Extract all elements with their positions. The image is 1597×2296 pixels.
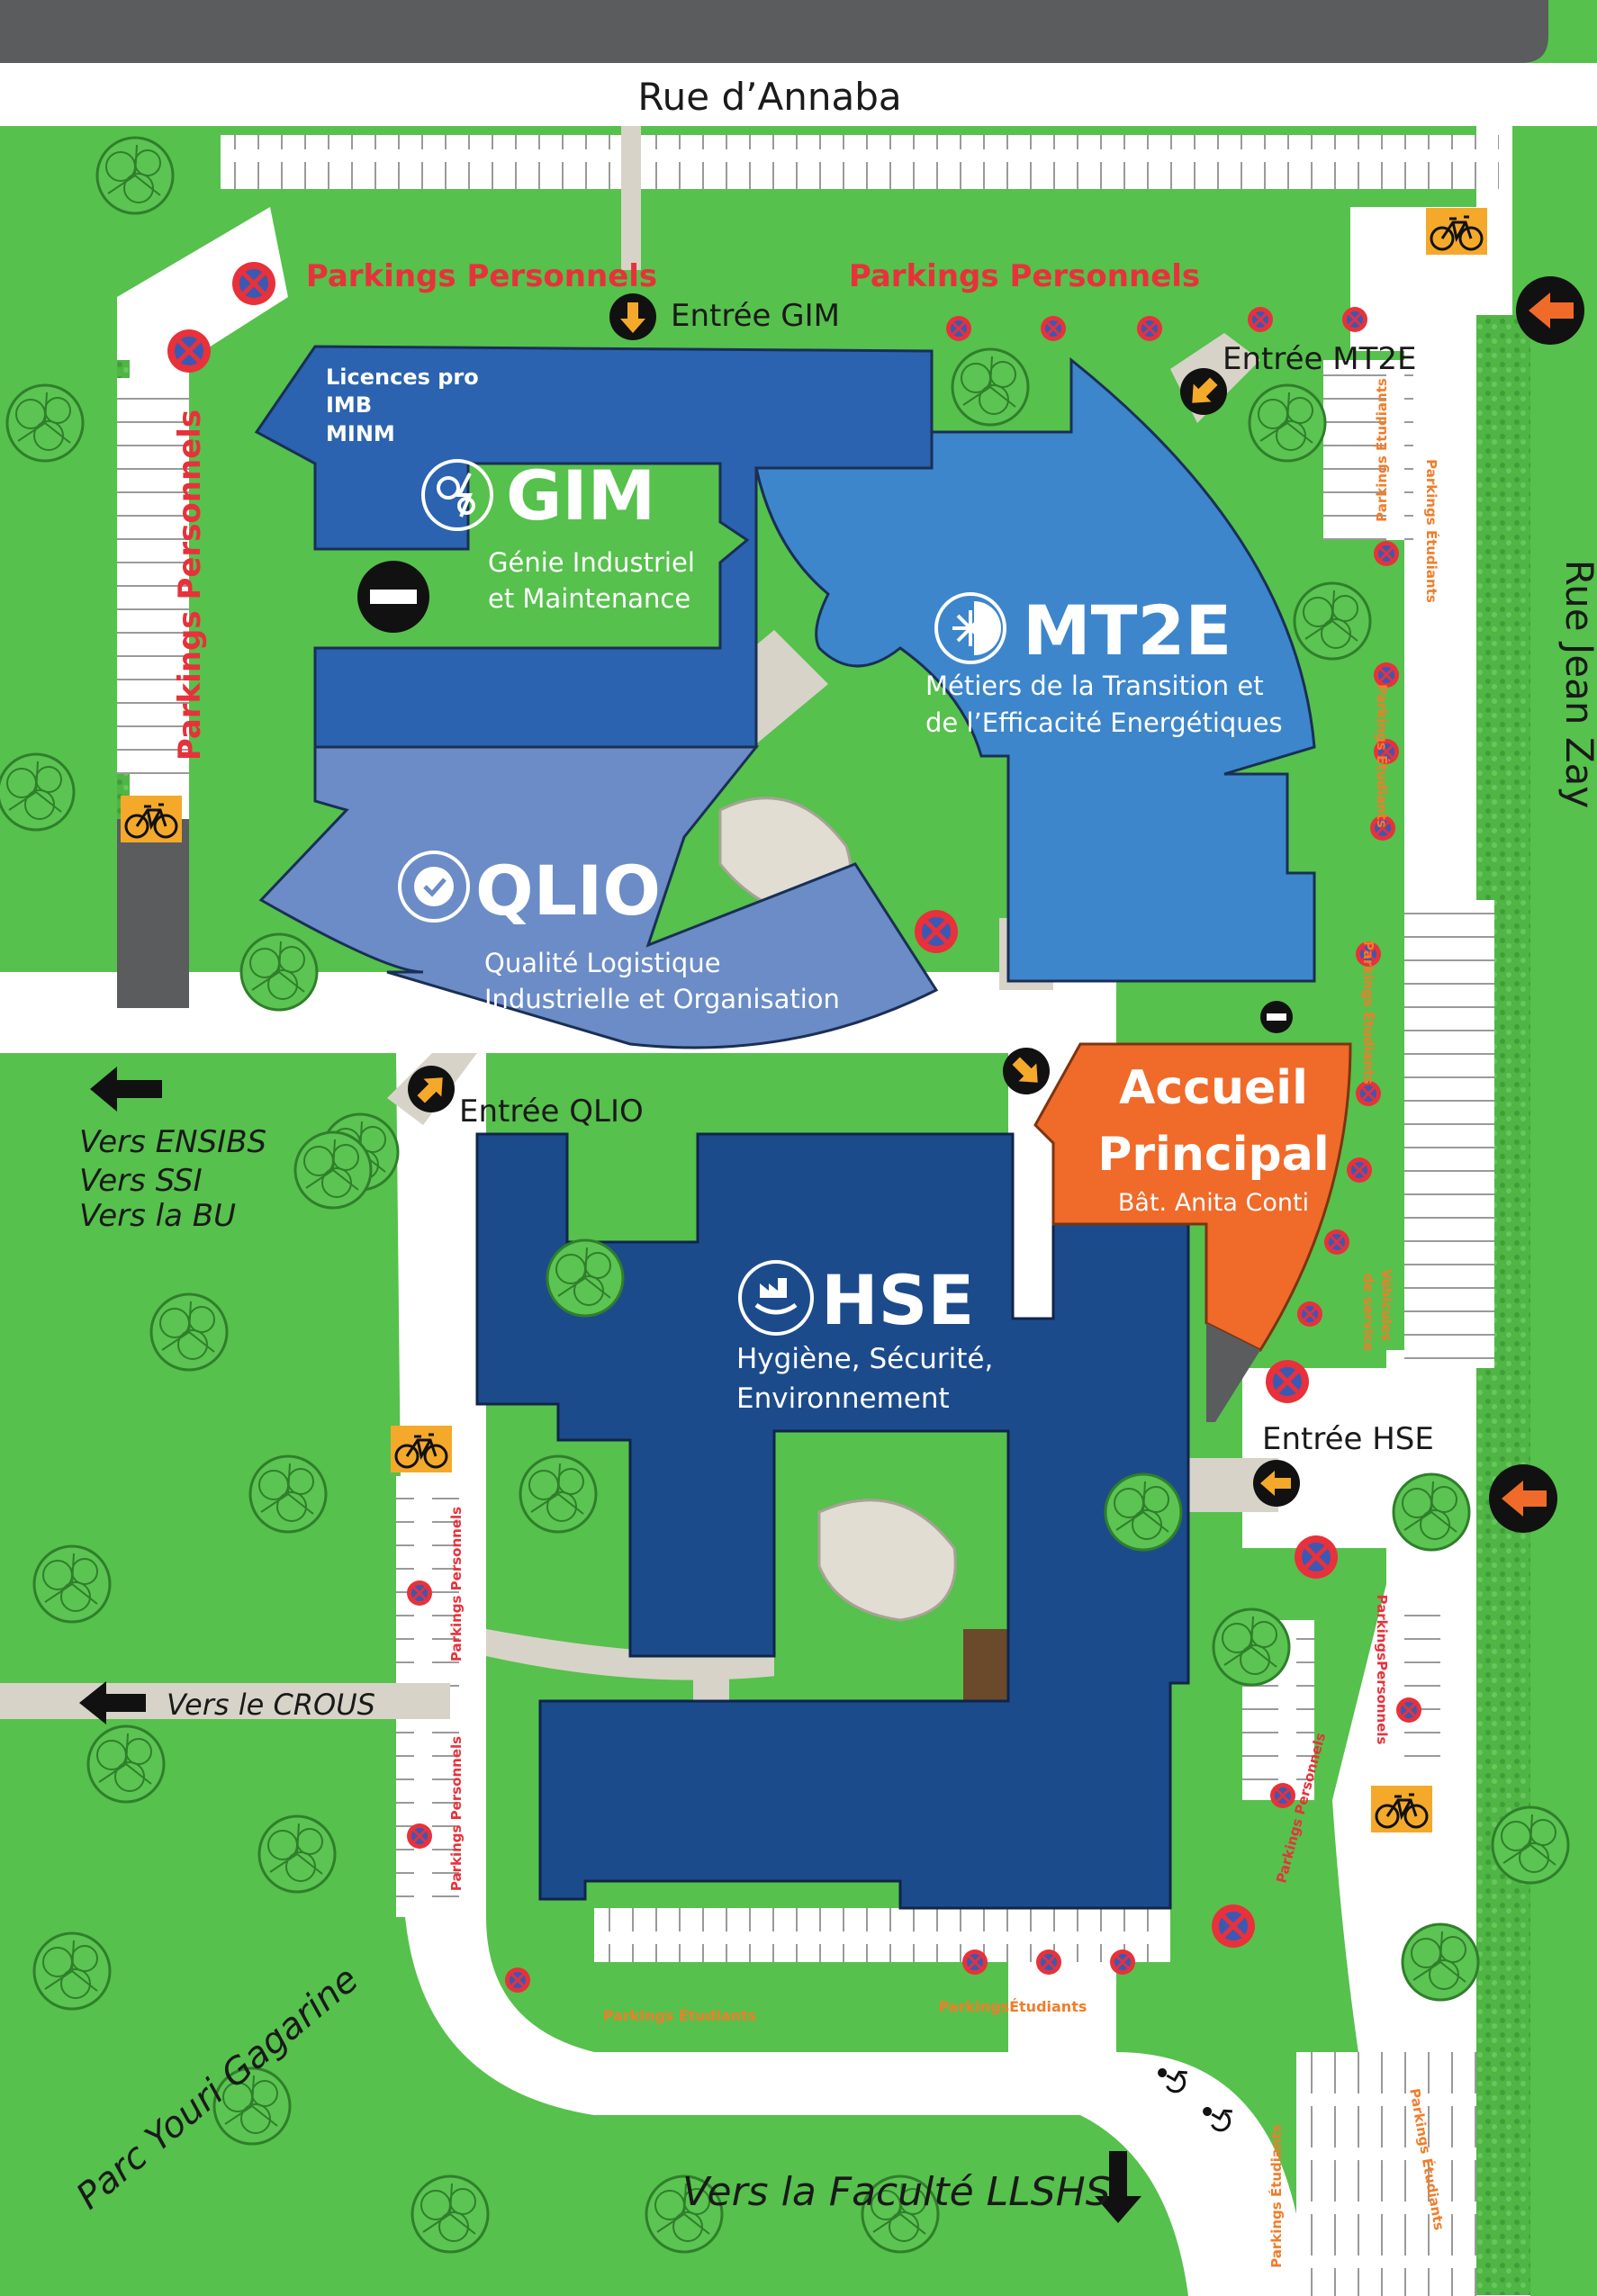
accueil-gray-corner <box>1206 1323 1260 1422</box>
direction-ssi: Vers SSI <box>79 1163 203 1199</box>
building-accueil <box>1033 1042 1352 1352</box>
parking-label-north-2: Parkings Personnels <box>849 258 1200 294</box>
direction-crous: Vers le CROUS <box>167 1688 375 1722</box>
parking-label-east-2: Parkings Étudiants <box>1423 459 1440 603</box>
mt2e-title: MT2E <box>1023 590 1232 671</box>
gim-subtitle-1: Génie Industriel <box>488 547 695 578</box>
parking-label-north-1: Parkings Personnels <box>306 258 657 294</box>
gim-extra-1: Licences pro <box>326 365 479 390</box>
parking-west-lower-2 <box>396 1719 459 1917</box>
building-hse <box>475 1132 1190 1910</box>
building-qlio <box>258 745 939 1049</box>
parking-west <box>117 378 189 774</box>
qlio-subtitle-1: Qualité Logistique <box>484 948 721 978</box>
top-road <box>0 0 1548 63</box>
gim-extra-2: IMB <box>326 392 372 418</box>
no-entry-mt2e-icon <box>1260 1001 1293 1033</box>
quality-seal-icon <box>398 851 470 923</box>
accueil-title-1: Accueil <box>1119 1061 1308 1115</box>
gim-title: GIM <box>506 455 655 536</box>
accueil-title-2: Principal <box>1097 1128 1329 1182</box>
qlio-subtitle-2: Industrielle et Organisation <box>484 984 840 1014</box>
parking-north <box>221 135 1499 189</box>
parking-label-west-lower-1: Parkings Personnels <box>448 1507 465 1661</box>
gim-subtitle-2: et Maintenance <box>488 583 690 614</box>
entry-label-qlio: Entrée QLIO <box>459 1094 644 1130</box>
street-name-east: Rue Jean Zay <box>1557 560 1597 808</box>
parking-label-vehicules-1: Véhicules <box>1378 1269 1394 1342</box>
entry-gim-arrow-icon <box>609 293 656 340</box>
street-name-north: Rue d’Annaba <box>637 75 901 119</box>
parking-east-lower-2 <box>1386 1602 1440 1773</box>
parking-southeast <box>1296 2052 1476 2296</box>
arrow-south-faculte-icon <box>1095 2151 1141 2223</box>
gim-extra-3: MINM <box>326 421 395 446</box>
parking-label-south-2: ParkingsÉtudiants <box>939 1998 1087 2015</box>
hse-subtitle-2: Environnement <box>736 1382 950 1415</box>
parking-west-asphalt <box>117 819 189 1008</box>
mt2e-subtitle-1: Métiers de la Transition et <box>925 671 1264 701</box>
parking-label-east-1: Parkings Étudiants <box>1373 378 1390 522</box>
hse-title: HSE <box>821 1260 974 1340</box>
parking-label-west-lower-2: Parkings Personnels <box>448 1736 465 1891</box>
courtyard-grass-2 <box>576 1125 693 1242</box>
accessible-parking-icon <box>1158 2068 1187 2093</box>
direction-faculte: Vers la Faculté LLSHS <box>682 2169 1111 2215</box>
mt2e-subtitle-2: de l’Efficacité Energétiques <box>925 707 1283 738</box>
traffic-arrow-east-icon <box>1489 1464 1557 1533</box>
traffic-arrow-north-icon <box>1516 276 1584 345</box>
parking-label-east-3: Parkings Étudiants <box>1374 684 1391 828</box>
parking-east-1 <box>1323 360 1413 540</box>
parking-label-west: Parkings Personnels <box>172 410 208 761</box>
arrow-west-ensibs-icon <box>90 1067 162 1112</box>
accueil-subtitle: Bât. Anita Conti <box>1118 1189 1309 1217</box>
parking-south <box>594 1908 1170 1962</box>
hse-subtitle-1: Hygiène, Sécurité, <box>736 1343 993 1375</box>
entry-label-gim: Entrée GIM <box>671 298 840 334</box>
parking-label-east-lower-1: ParkingsPersonnels <box>1374 1595 1390 1745</box>
parking-label-east-4: Parkings Étudiants <box>1360 941 1377 1085</box>
factory-hand-icon <box>738 1260 814 1336</box>
direction-ensibs: Vers ENSIBS <box>79 1124 266 1160</box>
entry-label-hse: Entrée HSE <box>1262 1421 1434 1457</box>
parking-label-southeast-1: Parkings Étudiants <box>1268 2124 1285 2268</box>
no-entry-gim-icon <box>357 561 429 633</box>
gears-icon <box>421 459 493 531</box>
building-mt2e <box>754 351 1316 983</box>
entry-label-mt2e: Entrée MT2E <box>1223 341 1416 377</box>
qlio-title: QLIO <box>475 851 661 931</box>
amphitheatre-east <box>817 1499 957 1622</box>
arrow-west-crous-icon <box>79 1681 146 1724</box>
parking-label-vehicules-2: de service <box>1360 1274 1376 1352</box>
snow-sun-icon <box>934 592 1006 664</box>
accessible-parking-icon <box>1203 2107 1232 2132</box>
entry-hse-arrow-icon <box>1253 1460 1300 1507</box>
rue-annaba-road <box>0 63 1597 126</box>
parking-label-south-1: Parkings Étudiants <box>603 2007 756 2024</box>
direction-bu: Vers la BU <box>79 1198 236 1234</box>
parking-east-2 <box>1404 900 1494 1368</box>
